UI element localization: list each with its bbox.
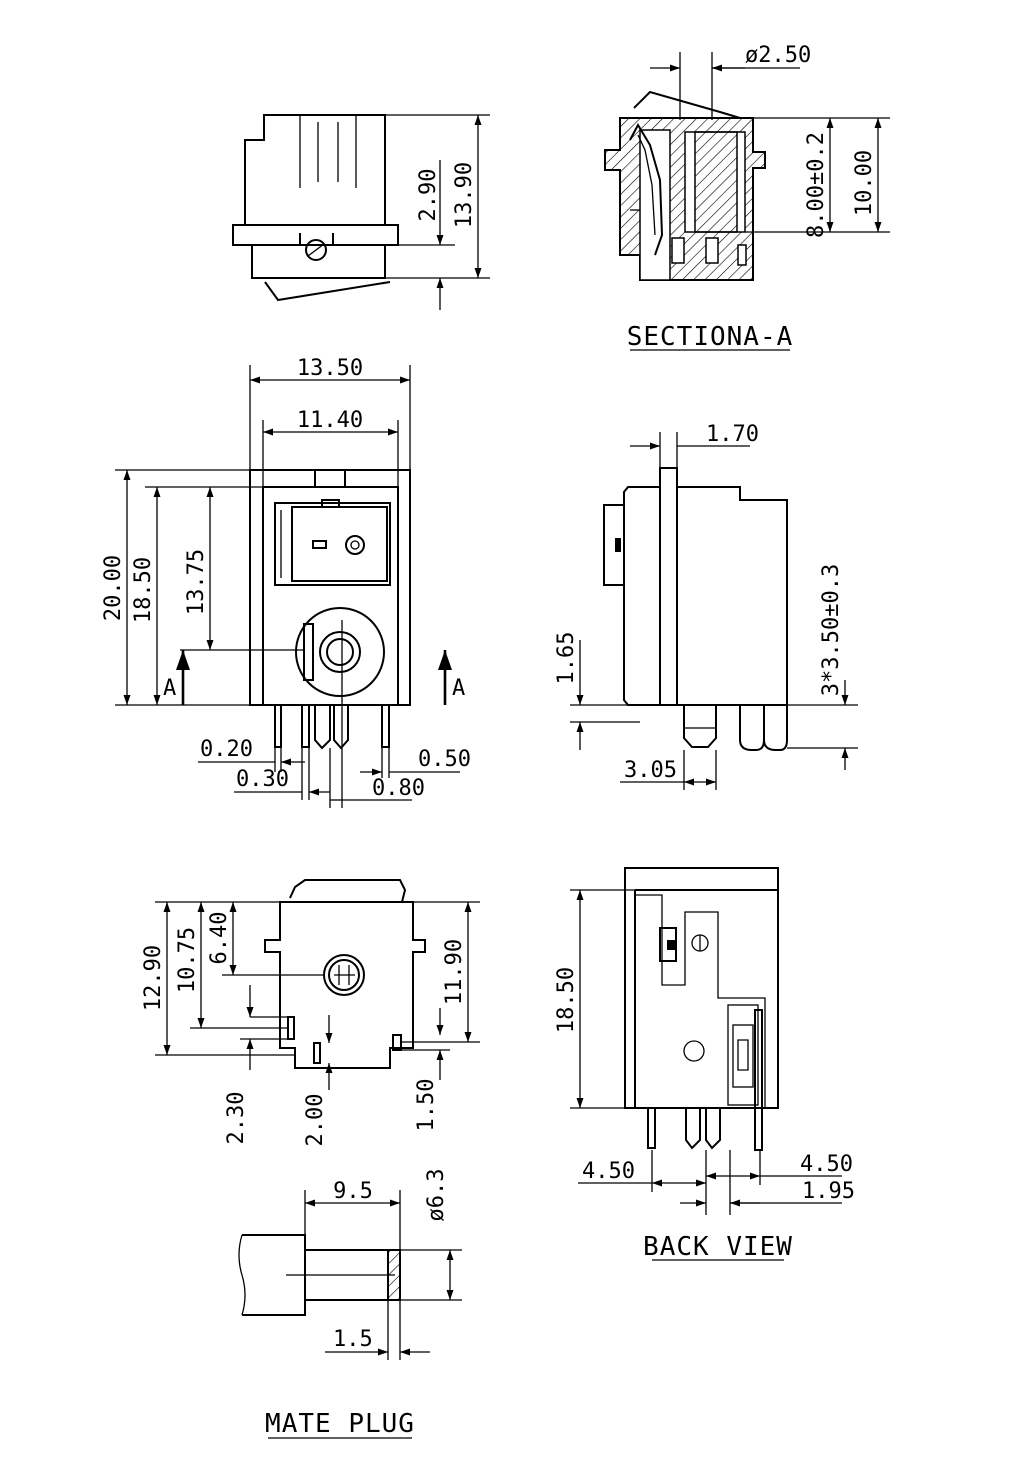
bottom-dimensions: 12.90 10.75 6.40 11.90 2.30 2.00 1.50 — [141, 901, 480, 1147]
dim-2-90: 2.90 — [416, 169, 441, 222]
dim-1-50: 1.50 — [414, 1079, 439, 1132]
dim-8-00: 8.00±0.2 — [804, 132, 829, 238]
dim-6-40: 6.40 — [207, 912, 232, 965]
back-view-title: BACK VIEW — [643, 1232, 793, 1262]
mate-plug-view — [238, 1234, 401, 1316]
dim-back-4-50-left: 4.50 — [582, 1159, 635, 1184]
dim-13-50: 13.50 — [297, 356, 363, 381]
dim-back-4-50-right: 4.50 — [800, 1152, 853, 1177]
dim-18-50: 18.50 — [131, 557, 156, 623]
dim-0-80: 0.80 — [372, 776, 425, 801]
dim-2-00: 2.00 — [303, 1094, 328, 1147]
mate-plug-dimensions: 9.5 ø6.3 1.5 — [304, 1169, 462, 1360]
dim-dia-2-50: ø2.50 — [745, 43, 811, 68]
dim-plug-1-5: 1.5 — [333, 1327, 373, 1352]
mate-plug-title: MATE PLUG — [265, 1409, 415, 1439]
dim-13-90: 13.90 — [452, 162, 477, 228]
top-side-view — [232, 114, 399, 302]
dim-20-00: 20.00 — [101, 555, 126, 621]
section-markers: A A — [163, 650, 465, 705]
dim-plug-9-5: 9.5 — [333, 1179, 373, 1204]
dim-10-75: 10.75 — [175, 927, 200, 993]
dim-back-18-50: 18.50 — [554, 967, 579, 1033]
dim-0-50: 0.50 — [418, 747, 471, 772]
top-side-dimensions: 2.90 13.90 — [385, 114, 490, 310]
section-a-a-view — [604, 90, 766, 281]
dim-0-30: 0.30 — [236, 767, 289, 792]
front-dimensions: 13.50 11.40 20.00 18.50 13.75 0.20 0.30 … — [101, 356, 471, 808]
back-view — [624, 867, 779, 1151]
section-marker-left: A — [163, 676, 176, 701]
section-title: SECTIONA-A — [627, 322, 794, 352]
dim-back-1-95: 1.95 — [802, 1179, 855, 1204]
dim-12-90: 12.90 — [141, 945, 166, 1011]
dim-11-90: 11.90 — [442, 939, 467, 1005]
dim-1-70: 1.70 — [706, 422, 759, 447]
bottom-view — [264, 879, 426, 1069]
dim-2-30: 2.30 — [224, 1092, 249, 1145]
dim-1-65: 1.65 — [554, 632, 579, 685]
right-side-view — [603, 467, 788, 751]
back-dimensions: 18.50 4.50 4.50 1.95 — [554, 889, 855, 1215]
dim-plug-dia-6-3: ø6.3 — [424, 1169, 449, 1222]
section-marker-right: A — [452, 676, 465, 701]
dim-11-40: 11.40 — [297, 408, 363, 433]
dim-10-00: 10.00 — [852, 150, 877, 216]
section-dimensions: ø2.50 8.00±0.2 10.00 — [650, 43, 890, 238]
dim-3-05: 3.05 — [624, 758, 677, 783]
dim-13-75: 13.75 — [184, 549, 209, 615]
right-side-dimensions: 1.70 1.65 3.05 3*3.50±0.3 — [554, 422, 858, 790]
front-view — [180, 469, 411, 750]
dim-0-20: 0.20 — [200, 737, 253, 762]
dim-3x3-50: 3*3.50±0.3 — [819, 564, 844, 696]
